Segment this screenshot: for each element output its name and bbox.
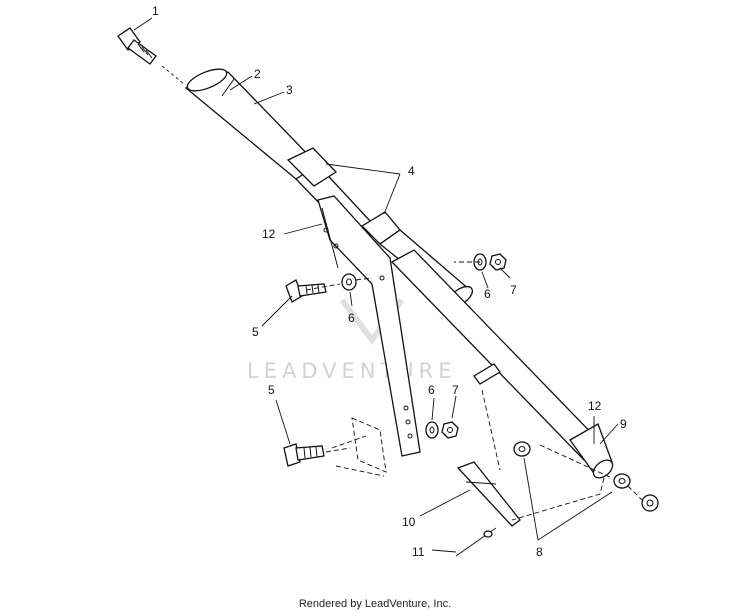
callout-5-lower: 5 <box>268 383 275 397</box>
nut-part-7-upper <box>489 253 507 271</box>
bracket-plate <box>317 195 421 457</box>
callout-10: 10 <box>402 515 416 529</box>
callout-5-upper: 5 <box>252 325 259 339</box>
bolt-part-1 <box>117 27 185 85</box>
callout-7-lower: 7 <box>452 383 459 397</box>
callout-3: 3 <box>286 83 293 97</box>
callout-12-right: 12 <box>588 399 602 413</box>
callout-6-left: 6 <box>348 311 355 325</box>
tube-sleeve-4-upper <box>286 147 338 187</box>
callouts: 1 2 3 4 12 5 6 6 7 5 6 7 12 9 10 11 8 <box>152 4 627 559</box>
watermark-text: LEADVENTURE <box>247 359 457 383</box>
plate-part-10 <box>456 461 521 527</box>
callout-9: 9 <box>620 417 627 431</box>
washer-part-8-a <box>513 441 531 457</box>
footer-credit: Rendered by LeadVenture, Inc. <box>298 598 452 610</box>
washer-part-6-left <box>341 273 357 291</box>
callout-2: 2 <box>254 67 261 81</box>
washer-part-8-b <box>613 473 631 489</box>
callout-8: 8 <box>536 545 543 559</box>
assembly-line <box>305 261 643 521</box>
callout-1: 1 <box>152 4 159 18</box>
bolt-part-5-lower <box>283 443 325 467</box>
washer-part-8-c <box>641 494 659 512</box>
pin-part-11 <box>455 527 497 557</box>
nut-part-7-lower <box>441 421 459 439</box>
washer-part-6-lower <box>425 421 439 439</box>
callout-6-right: 6 <box>484 287 491 301</box>
callout-7-upper: 7 <box>510 283 517 297</box>
leader-lines <box>133 17 619 553</box>
hidden-bracket <box>331 417 387 477</box>
bolt-part-5-upper <box>285 279 327 303</box>
callout-6-lower: 6 <box>428 383 435 397</box>
callout-4: 4 <box>408 164 415 178</box>
callout-11: 11 <box>412 545 425 559</box>
callout-12-upper: 12 <box>262 227 276 241</box>
lower-tube <box>390 249 614 479</box>
